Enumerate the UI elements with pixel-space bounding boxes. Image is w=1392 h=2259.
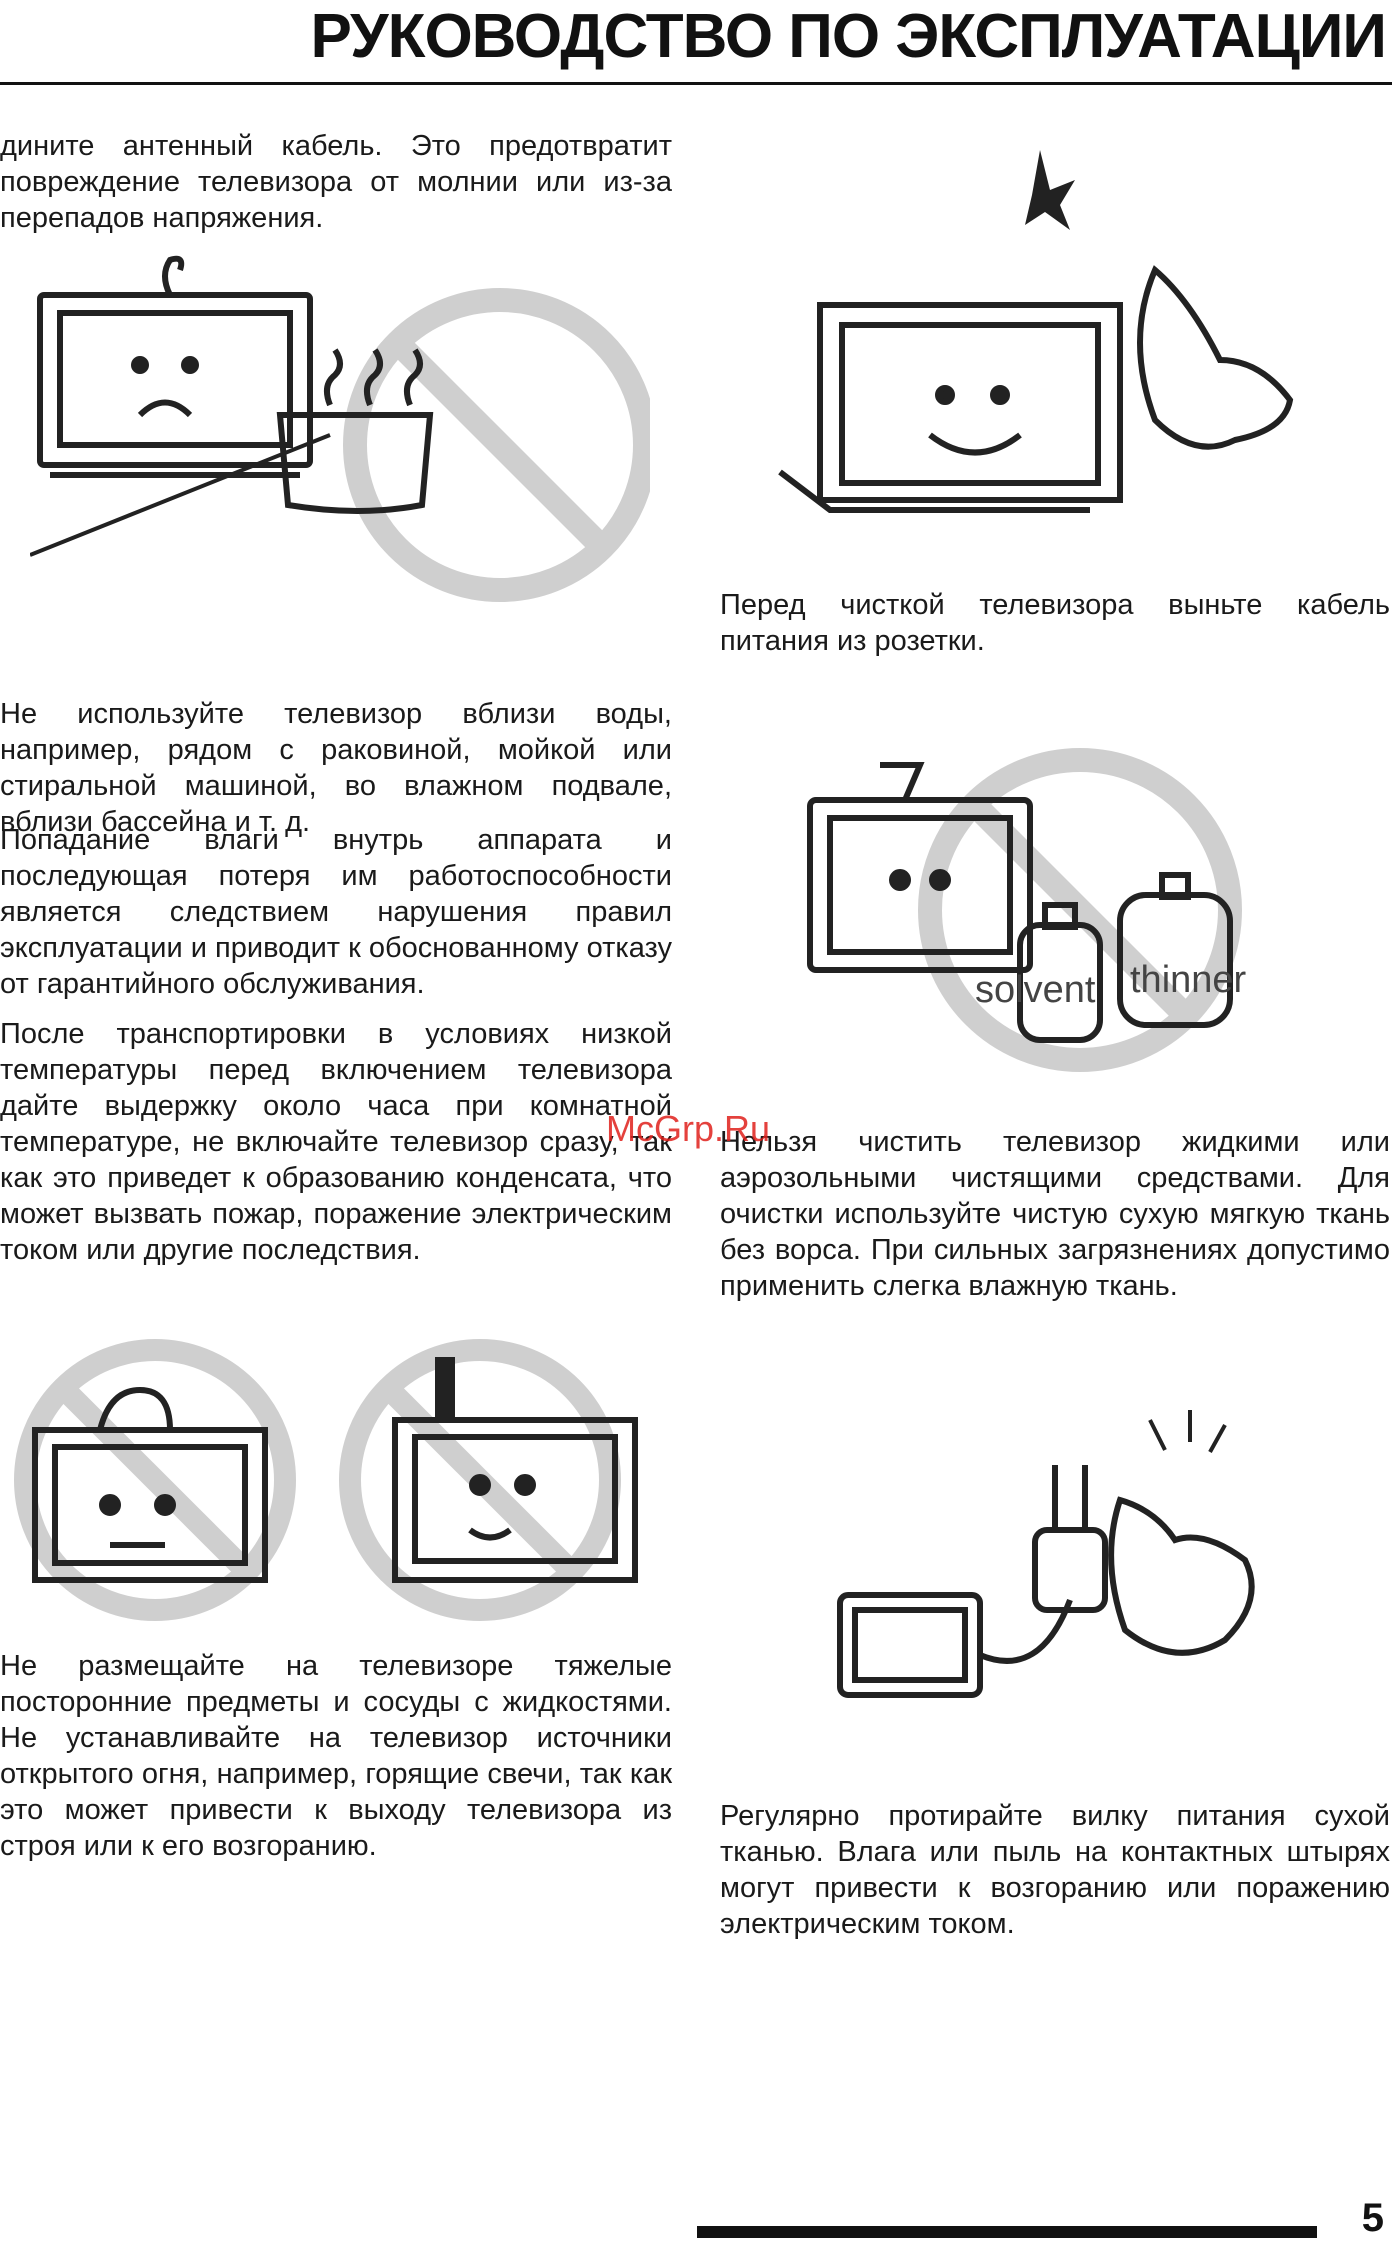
tv-with-teapot-icon <box>32 1386 268 1583</box>
tv-near-water-illustration <box>30 255 650 602</box>
solvent-label: solvent <box>975 969 1096 1011</box>
hand-holding-cloth-icon <box>1137 265 1294 450</box>
page-number: 5 <box>1361 2196 1384 2240</box>
wipe-plug-illustration <box>837 1410 1255 1698</box>
prohibition-slash <box>391 336 609 554</box>
paragraph-unplug: Перед чисткой телевизора выньте кабель п… <box>720 589 1390 657</box>
small-tv-icon <box>837 1592 983 1698</box>
paragraph-no-liquid-cleaners: Нельзя чистить телевизор жидкими или аэр… <box>720 1126 1390 1302</box>
paragraph-water: Не используйте телевизор вблизи воды, на… <box>0 698 672 838</box>
plug-icon <box>1032 1465 1108 1613</box>
dizzy-tv-icon <box>807 762 1033 973</box>
paragraph-heavy-objects: Не размещайте на телевизоре тяжелые пост… <box>0 1650 672 1862</box>
sink-with-water-icon <box>276 348 434 514</box>
cable-line <box>30 433 331 557</box>
paragraph-moisture: Попадание влаги внутрь аппарата и послед… <box>0 824 672 1000</box>
solvent-bottle-icon <box>1017 902 1103 1043</box>
prohibition-circle-left <box>14 1339 296 1621</box>
power-cable <box>978 1598 1073 1664</box>
footer-bar <box>697 2226 1317 2238</box>
thinner-label: thinner <box>1130 959 1247 1001</box>
tv-with-candle-icon <box>392 1357 638 1583</box>
thinner-can-icon <box>1117 872 1233 1028</box>
prohibition-slash-left <box>57 1382 253 1578</box>
paragraph-wipe-plug: Регулярно протирайте вилку питания сухой… <box>720 1800 1390 1940</box>
header-rule <box>0 82 1392 85</box>
watermark: McGrp.Ru <box>606 1108 771 1149</box>
no-solvents-illustration: solvent thinner <box>807 748 1247 1072</box>
happy-tv-icon <box>778 302 1123 513</box>
spark-lines-icon <box>1148 1410 1227 1453</box>
spark-icon <box>1025 150 1075 230</box>
paragraph-transport: После транспортировки в условиях низкой … <box>0 1018 672 1266</box>
prohibition-circle <box>343 288 650 602</box>
paragraph-antenna: дините антенный кабель. Это предотвратит… <box>0 130 672 234</box>
sad-tv-icon <box>37 255 313 478</box>
heavy-objects-candle-illustration <box>14 1339 638 1621</box>
hand-with-cloth-icon <box>1108 1496 1255 1656</box>
unplug-before-cleaning-illustration <box>778 150 1294 513</box>
page-title: РУКОВОДСТВО ПО ЭКСПЛУАТАЦИИ <box>310 2 1387 71</box>
prohibition-circle-right <box>339 1339 621 1621</box>
